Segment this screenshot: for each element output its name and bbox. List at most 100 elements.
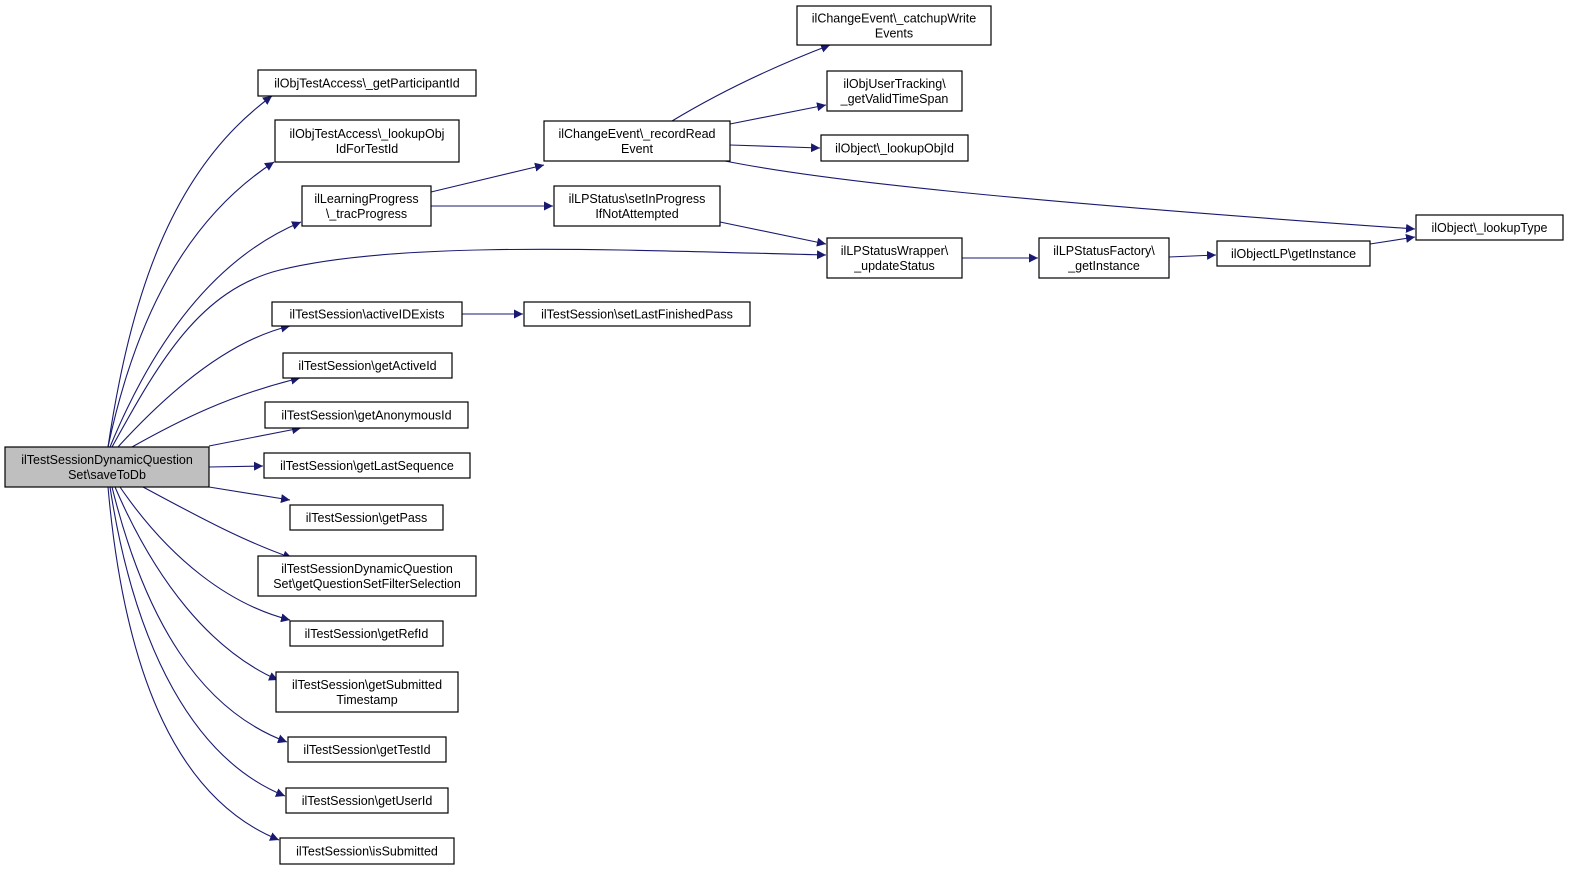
edge-root-to-get-question-set-filter-selection (142, 486, 293, 560)
node-box (826, 70, 963, 112)
edge-root-to-get-submitted-timestamp (114, 486, 279, 681)
node-update-status[interactable]: ilLPStatusWrapper\_updateStatus (826, 237, 963, 279)
node-box (279, 837, 455, 865)
edge-root-to-get-anonymous-id (208, 425, 302, 447)
node-label-line: ilTestSessionDynamicQuestion (21, 453, 193, 467)
node-box (1216, 240, 1371, 267)
node-box (289, 620, 444, 647)
node-label-line: ilObject\_lookupObjId (835, 142, 954, 156)
node-label-line: ilTestSession\setLastFinishedPass (541, 308, 733, 322)
node-label-line: Event (621, 142, 653, 156)
node-object-lpget-instance[interactable]: ilObjectLP\getInstance (1216, 240, 1371, 267)
edge-root-to-active-idexists (117, 323, 291, 448)
node-get-last-sequence[interactable]: ilTestSession\getLastSequence (263, 452, 471, 479)
nodes: ilTestSessionDynamicQuestionSet\saveToDb… (4, 5, 1564, 865)
node-label-line: ilObjTestAccess\_getParticipantId (274, 77, 460, 91)
node-get-pass[interactable]: ilTestSession\getPass (289, 504, 444, 531)
node-label-line: ilTestSessionDynamicQuestion (281, 562, 453, 576)
node-box (796, 5, 992, 46)
edge-root-to-update-status (111, 248, 827, 448)
node-get-valid-time-span[interactable]: ilObjUserTracking\_getValidTimeSpan (826, 70, 963, 112)
node-set-last-finished-pass[interactable]: ilTestSession\setLastFinishedPass (523, 301, 751, 327)
node-box (4, 446, 210, 488)
node-label-line: Timestamp (336, 693, 397, 707)
node-is-submitted[interactable]: ilTestSession\isSubmitted (279, 837, 455, 865)
edge-record-read-event-to-lookup-obj-id (729, 143, 821, 153)
edge-root-to-trac-progress (109, 221, 302, 448)
edge-root-to-get-pass (208, 486, 291, 504)
edge-root-to-get-last-sequence (208, 461, 264, 471)
node-label-line: ilTestSession\getRefId (305, 627, 429, 641)
node-box (275, 671, 459, 713)
edge-root-to-lookup-obj-id-for-test-id (107, 161, 275, 448)
node-label-line: ilLPStatus\setInProgress (569, 192, 706, 206)
edge-trac-progress-to-record-read-event (430, 162, 545, 193)
node-box (264, 401, 469, 429)
node-trac-progress[interactable]: ilLearningProgress\_tracProgress (301, 185, 432, 227)
node-active-idexists[interactable]: ilTestSession\activeIDExists (271, 301, 463, 327)
node-lookup-obj-id[interactable]: ilObject\_lookupObjId (820, 134, 969, 162)
node-label-line: ilTestSession\getSubmitted (292, 678, 442, 692)
node-lookup-type[interactable]: ilObject\_lookupType (1415, 214, 1564, 241)
node-box (289, 504, 444, 531)
edge-root-to-is-submitted (107, 486, 280, 841)
node-label-line: ilTestSession\getUserId (302, 794, 433, 808)
edges (107, 44, 1416, 841)
edge-root-to-get-test-id (111, 486, 288, 744)
node-box (282, 352, 453, 379)
node-box (257, 555, 477, 597)
node-label-line: _updateStatus (853, 259, 935, 273)
edge-root-to-get-active-id (131, 375, 301, 448)
node-label-line: ilLPStatusFactory\ (1053, 244, 1155, 258)
node-label-line: Set\getQuestionSetFilterSelection (273, 577, 461, 591)
node-box (820, 134, 969, 162)
node-get-anonymous-id[interactable]: ilTestSession\getAnonymousId (264, 401, 469, 429)
node-label-line: ilObjTestAccess\_lookupObj (290, 127, 445, 141)
node-box (826, 237, 963, 279)
node-label-line: Set\saveToDb (68, 468, 146, 482)
node-label-line: _getInstance (1067, 259, 1140, 273)
edge-record-read-event-to-catchup-write-events (671, 44, 831, 122)
node-label-line: ilObject\_lookupType (1431, 221, 1547, 235)
node-box (287, 736, 447, 763)
node-label-line: ilLearningProgress (314, 192, 418, 206)
node-label-line: ilChangeEvent\_recordRead (558, 127, 715, 141)
node-box (257, 69, 477, 97)
node-label-line: ilChangeEvent\_catchupWrite (812, 12, 976, 26)
node-get-ref-id[interactable]: ilTestSession\getRefId (289, 620, 444, 647)
node-label-line: ilTestSession\getLastSequence (280, 459, 454, 473)
node-box (271, 301, 463, 327)
node-get-user-id[interactable]: ilTestSession\getUserId (285, 787, 449, 814)
edge-root-to-get-participant-id (107, 95, 273, 448)
node-lp-status-factory-get-instance[interactable]: ilLPStatusFactory\_getInstance (1038, 237, 1170, 279)
edge-record-read-event-to-lookup-type (724, 160, 1416, 233)
node-label-line: \_tracProgress (326, 207, 407, 221)
node-get-question-set-filter-selection[interactable]: ilTestSessionDynamicQuestionSet\getQuest… (257, 555, 477, 597)
node-box (285, 787, 449, 814)
node-label-line: ilTestSession\getActiveId (298, 359, 436, 373)
node-get-test-id[interactable]: ilTestSession\getTestId (287, 736, 447, 763)
node-box (301, 185, 432, 227)
node-get-participant-id[interactable]: ilObjTestAccess\_getParticipantId (257, 69, 477, 97)
node-box (553, 185, 721, 227)
edge-root-to-get-ref-id (119, 486, 291, 623)
edge-set-in-progress-if-not-attempted-to-update-status (719, 221, 827, 247)
node-label-line: IdForTestId (336, 142, 399, 156)
node-label-line: ilTestSession\getAnonymousId (281, 409, 451, 423)
node-box (274, 119, 460, 163)
node-get-active-id[interactable]: ilTestSession\getActiveId (282, 352, 453, 379)
edge-root-to-get-user-id (109, 486, 286, 797)
node-label-line: ilTestSession\activeIDExists (290, 308, 445, 322)
node-label-line: IfNotAttempted (595, 207, 678, 221)
node-label-line: _getValidTimeSpan (840, 92, 949, 106)
node-box (523, 301, 751, 327)
node-label-line: ilLPStatusWrapper\ (841, 244, 949, 258)
node-label-line: Events (875, 27, 913, 41)
